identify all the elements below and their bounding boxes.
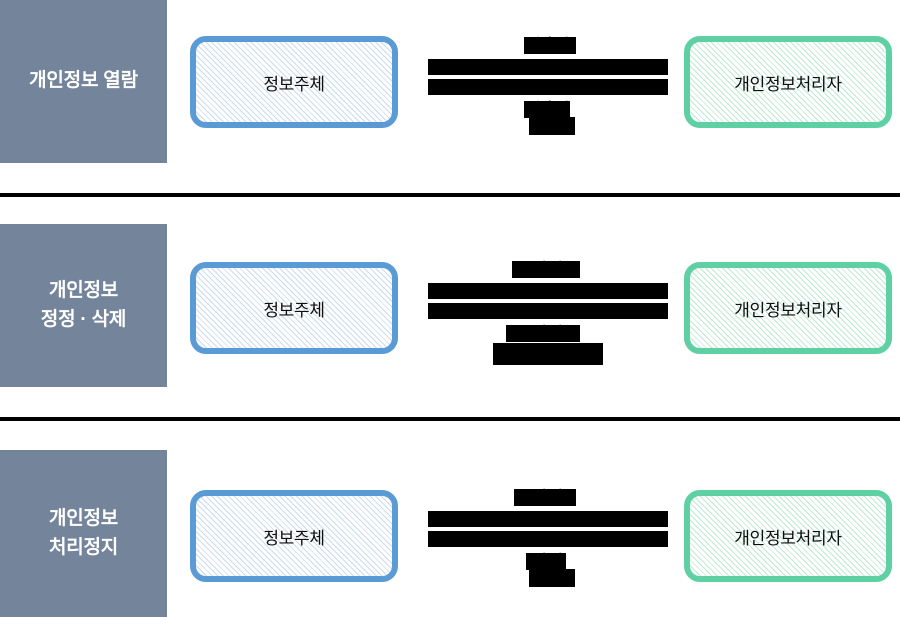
diagram-row-correct-delete: 개인정보 정정 · 삭제 정보주체 정 서 정 서 개인정보처리자 [0, 224, 900, 419]
arrow-redacted-subject-to-controller-access [428, 58, 668, 75]
category-block-stop-processing: 개인정보 처리정지 [0, 450, 167, 617]
category-label-correct-delete: 개인정보 정정 · 삭제 [40, 280, 127, 330]
actor-box-subject-correct-delete: 정보주체 [190, 262, 398, 354]
redaction-bar-bottom-correct-delete [506, 324, 580, 342]
arrow-redacted-controller-to-subject-correct-delete [428, 302, 668, 319]
category-block-access: 개인정보 열람 [0, 0, 167, 163]
category-label-access: 개인정보 열람 [29, 70, 138, 92]
arrow-redacted-controller-to-subject-access [428, 78, 668, 95]
flow-top-label-stop-processing: 처 서 [428, 488, 668, 506]
category-block-correct-delete: 개인정보 정정 · 삭제 [0, 224, 167, 387]
flow-group-correct-delete: 정 서 정 서 [428, 260, 668, 365]
category-label-stop-processing: 개인정보 처리정지 [48, 508, 119, 558]
actor-label-controller-correct-delete: 개인정보처리자 [734, 300, 842, 320]
actor-box-controller-correct-delete: 개인정보처리자 [684, 262, 892, 354]
flow-bottom-label-access: 열람 서 [428, 100, 668, 118]
redaction-bar-bottom-access [524, 100, 570, 118]
flow-group-access: 열람 서 열람 서 (1 ) [428, 36, 668, 135]
actor-label-controller-access: 개인정보처리자 [734, 74, 842, 94]
actor-box-subject-stop-processing: 정보주체 [190, 490, 398, 582]
flow-top-label-access: 열람 서 [428, 36, 668, 54]
row-divider-2 [0, 417, 900, 421]
redaction-bar-top-access [524, 37, 576, 54]
actor-label-subject-correct-delete: 정보주체 [263, 300, 325, 320]
actor-label-subject-stop-processing: 정보주체 [263, 528, 325, 548]
actor-box-controller-stop-processing: 개인정보처리자 [684, 490, 892, 582]
arrow-redacted-subject-to-controller-stop-processing [428, 510, 668, 527]
redaction-bar-bottom-stop-processing [526, 552, 566, 570]
diagram-row-stop-processing: 개인정보 처리정지 정보주체 처 서 결 서 (1 ) [0, 450, 900, 617]
actor-label-controller-stop-processing: 개인정보처리자 [734, 528, 842, 548]
redaction-block-correct-delete [493, 343, 603, 365]
flow-group-stop-processing: 처 서 결 서 (1 ) [428, 488, 668, 587]
redaction-bar-bottom-sub-stop-processing [529, 569, 575, 587]
actor-label-subject-access: 정보주체 [263, 74, 325, 94]
arrow-redacted-subject-to-controller-correct-delete [428, 282, 668, 299]
row-divider-1 [0, 193, 900, 197]
flow-bottom-sub-label-stop-processing: (1 ) [428, 569, 668, 587]
redaction-bar-top-stop-processing [514, 489, 576, 506]
redaction-bar-bottom-sub-access [529, 117, 575, 135]
arrow-redacted-controller-to-subject-stop-processing [428, 530, 668, 547]
flow-bottom-label-correct-delete: 정 서 [428, 324, 668, 342]
diagram-row-access: 개인정보 열람 정보주체 열람 서 열람 서 (1 ) [0, 0, 900, 195]
flow-bottom-label-stop-processing: 결 서 [428, 552, 668, 570]
flow-bottom-sub-label-access: (1 ) [428, 117, 668, 135]
flow-top-label-correct-delete: 정 서 [428, 260, 668, 278]
actor-box-subject-access: 정보주체 [190, 36, 398, 128]
redaction-bar-top-correct-delete [512, 261, 580, 278]
actor-box-controller-access: 개인정보처리자 [684, 36, 892, 128]
